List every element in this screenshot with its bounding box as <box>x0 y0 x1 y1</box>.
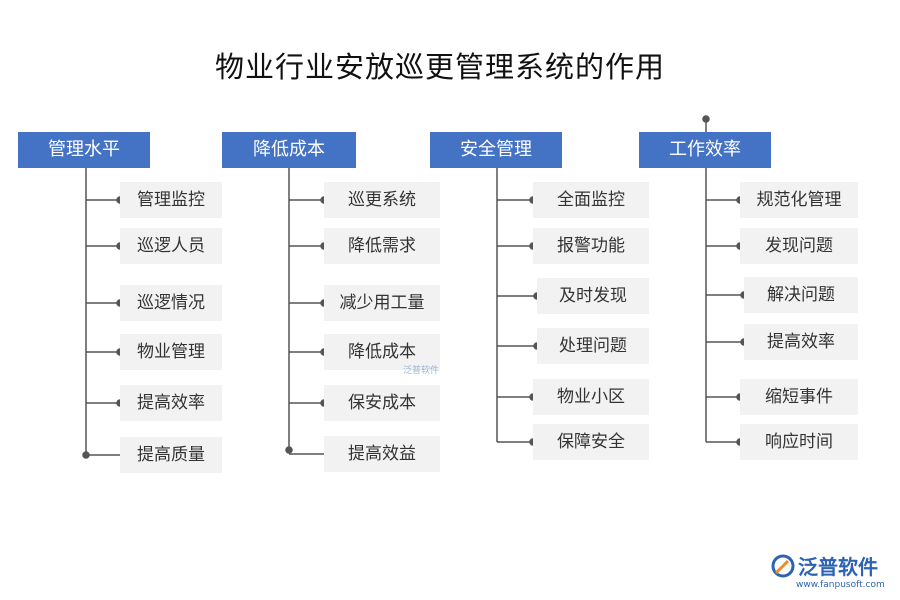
item-box: 巡逻人员 <box>120 228 222 264</box>
item-box: 巡逻情况 <box>120 285 222 321</box>
logo-text: 泛普软件 <box>798 555 878 579</box>
item-box: 巡更系统 <box>324 182 440 218</box>
item-box: 及时发现 <box>537 278 649 314</box>
item-box: 提高效率 <box>744 324 858 360</box>
category-header-management-level: 管理水平 <box>18 132 150 168</box>
item-box: 响应时间 <box>740 424 858 460</box>
category-header-work-efficiency: 工作效率 <box>639 132 771 168</box>
category-header-cost-reduction: 降低成本 <box>222 132 356 168</box>
item-box: 全面监控 <box>533 182 649 218</box>
item-box: 物业管理 <box>120 334 222 370</box>
item-box: 提高效率 <box>120 385 222 421</box>
logo-url: www.fanpusoft.com <box>796 580 885 590</box>
logo-icon <box>771 554 795 578</box>
item-box: 提高质量 <box>120 437 222 473</box>
item-box: 处理问题 <box>537 328 649 364</box>
item-box: 提高效益 <box>324 436 440 472</box>
item-box: 保障安全 <box>533 424 649 460</box>
item-box: 减少用工量 <box>324 285 440 321</box>
item-box: 降低需求 <box>324 228 440 264</box>
item-box: 缩短事件 <box>740 379 858 415</box>
item-box: 物业小区 <box>533 379 649 415</box>
item-box: 发现问题 <box>740 228 858 264</box>
category-header-safety-management: 安全管理 <box>430 132 562 168</box>
item-box: 保安成本 <box>324 385 440 421</box>
item-box: 规范化管理 <box>740 182 858 218</box>
item-box: 降低成本 <box>324 334 440 370</box>
item-box: 报警功能 <box>533 228 649 264</box>
item-box: 管理监控 <box>120 182 222 218</box>
item-box: 解决问题 <box>744 277 858 313</box>
watermark: 泛普软件 <box>403 366 440 376</box>
page-title: 物业行业安放巡更管理系统的作用 <box>214 50 665 84</box>
